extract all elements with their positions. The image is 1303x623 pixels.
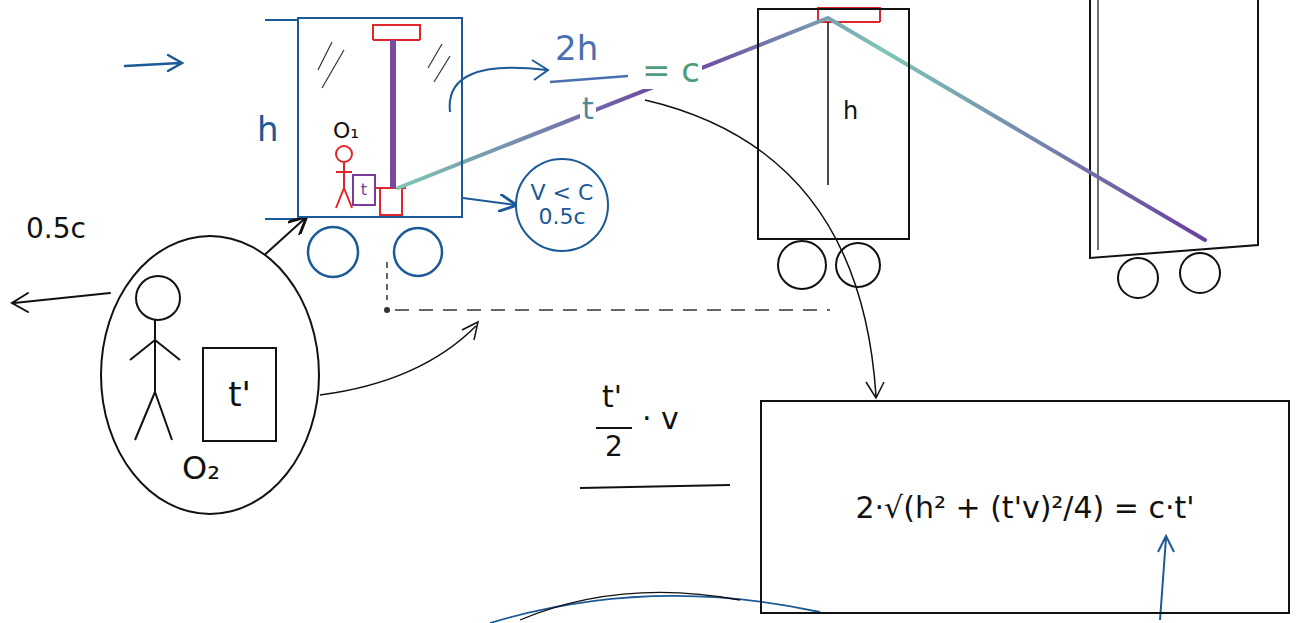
observer-figure <box>130 276 180 440</box>
clock-box: t' <box>202 347 277 442</box>
window-hatch <box>318 42 450 88</box>
fraction-numerator: t' <box>600 380 624 413</box>
observer-label: O₂ <box>182 451 220 486</box>
motion-arrow <box>125 55 182 71</box>
wheel <box>394 228 442 276</box>
equation-part: = c <box>640 52 702 89</box>
product-part: · v <box>640 402 681 435</box>
leader-line <box>490 596 820 623</box>
leader-line <box>520 592 740 620</box>
formula-box: 2·√(h² + (t'v)²/4) = c·t' <box>760 400 1290 614</box>
height-label: h <box>843 98 858 124</box>
axis-dot <box>384 307 390 313</box>
velocity-arrow <box>12 293 110 312</box>
train-car <box>1090 0 1258 258</box>
observer-figure <box>336 146 352 208</box>
leader-arrow <box>645 100 884 398</box>
connector-arrow <box>463 198 515 205</box>
clock-label: t' <box>228 376 251 413</box>
observer-label: O₁ <box>333 119 359 143</box>
clock-label: t <box>361 181 367 199</box>
leader-arrow <box>1158 536 1174 620</box>
observer-oval: O₂ t' <box>100 235 320 515</box>
light-path <box>398 18 1205 240</box>
fraction-denominator: t <box>580 92 596 125</box>
axis-line <box>395 309 830 311</box>
wheel <box>1118 258 1158 298</box>
speed-value: 0.5c <box>24 214 88 245</box>
wheel <box>1180 253 1220 293</box>
speed-value: 0.5c <box>538 205 585 229</box>
fraction-numerator: 2h <box>553 30 600 67</box>
wheel <box>836 243 880 287</box>
connector-arrow <box>265 218 305 255</box>
train-car: h <box>757 8 910 240</box>
speed-condition: V < C <box>531 181 594 205</box>
fraction-denominator: 2 <box>603 432 625 463</box>
height-label: h <box>257 111 279 148</box>
mirror-bracket <box>373 25 420 40</box>
axis-line <box>386 262 388 300</box>
mirror-bracket <box>376 188 406 215</box>
underline <box>580 485 730 488</box>
clock-box: t <box>352 174 376 206</box>
formula: 2·√(h² + (t'v)²/4) = c·t' <box>855 491 1194 524</box>
wheel <box>778 241 826 289</box>
leader-arrow <box>320 322 478 395</box>
train-car <box>1097 0 1098 250</box>
wheel <box>308 227 358 277</box>
train-car: hO₁t <box>297 17 463 218</box>
fraction-bar <box>550 76 628 82</box>
light-rod <box>390 40 396 188</box>
leader-arrow <box>450 60 548 112</box>
fraction-bar <box>596 427 632 429</box>
height-line <box>827 22 829 185</box>
speed-circle: V < C0.5c <box>515 158 609 252</box>
